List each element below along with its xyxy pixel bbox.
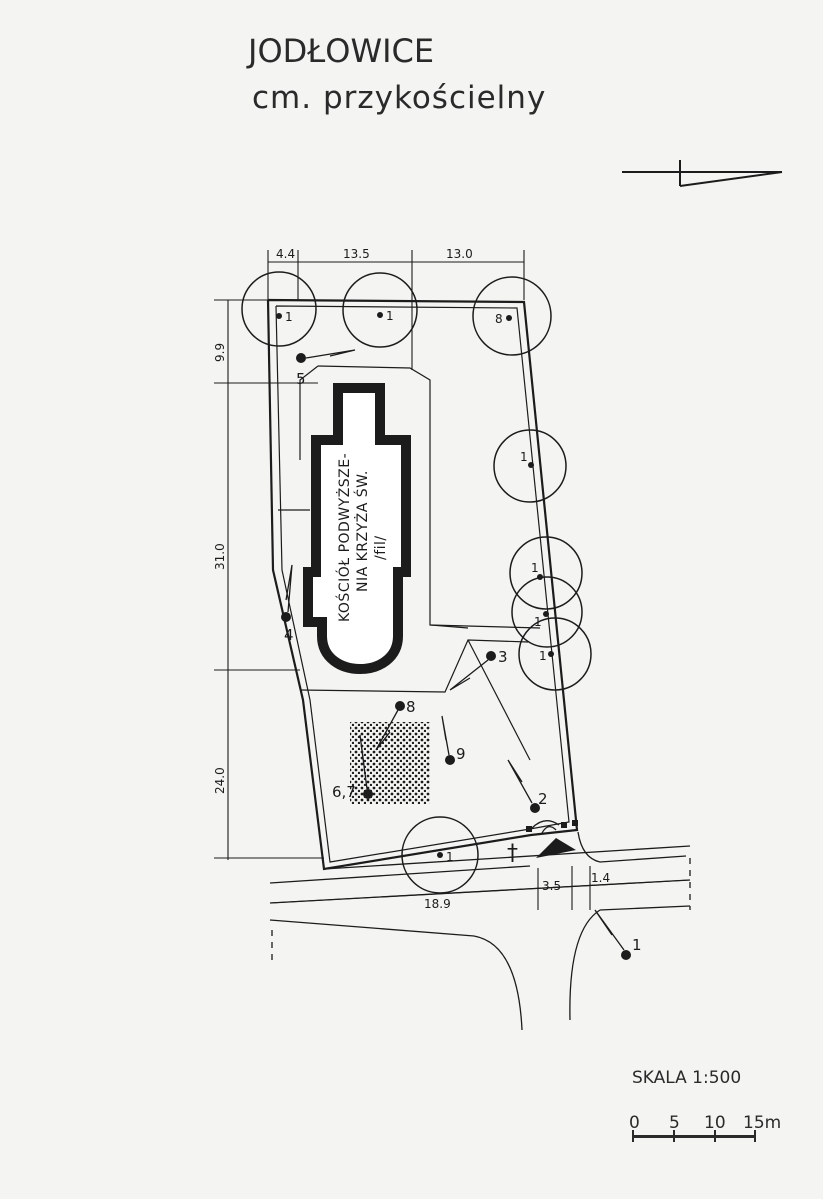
tree-bottom: 1 bbox=[401, 816, 479, 894]
tree-right-1: 1 bbox=[493, 429, 567, 503]
scale-bar-tick bbox=[632, 1130, 634, 1142]
inner-paths bbox=[278, 365, 541, 761]
svg-text:1: 1 bbox=[632, 936, 642, 954]
scale-bar-tick bbox=[754, 1130, 756, 1142]
svg-text:1: 1 bbox=[531, 561, 539, 575]
entrance-gate bbox=[526, 820, 578, 834]
scale-tick-15: 15m bbox=[743, 1113, 782, 1133]
svg-text:9: 9 bbox=[456, 745, 466, 763]
marker-9: 9 bbox=[441, 715, 466, 765]
church-label-line1: KOŚCIÓŁ PODWYŻSZE- bbox=[335, 453, 353, 622]
dim-bottom-1: 18.9 bbox=[424, 897, 451, 911]
dimension-lines bbox=[214, 250, 691, 910]
cemetery-boundary bbox=[266, 298, 579, 871]
marker-2: 2 bbox=[507, 759, 548, 813]
marker-8: 8 bbox=[375, 698, 416, 751]
svg-text:5: 5 bbox=[296, 370, 306, 388]
dim-left-2: 31.0 bbox=[213, 543, 227, 570]
church-label: KOŚCIÓŁ PODWYŻSZE- NIA KRZYŻA ŚW. /fil/ bbox=[335, 453, 389, 622]
marker-5: 5 bbox=[296, 349, 356, 388]
marker-3: 3 bbox=[449, 648, 508, 691]
scale-bar-tick bbox=[714, 1130, 716, 1142]
tree-top-left: 1 bbox=[241, 271, 317, 347]
cross-icon: † bbox=[507, 841, 518, 866]
scale-tick-10: 10 bbox=[704, 1113, 726, 1133]
dim-top-1: 4.4 bbox=[276, 247, 295, 261]
tree-top-right: 8 bbox=[472, 276, 552, 356]
svg-text:†: † bbox=[507, 841, 518, 866]
svg-text:8: 8 bbox=[495, 312, 503, 326]
svg-text:2: 2 bbox=[538, 790, 548, 808]
svg-text:1: 1 bbox=[285, 310, 293, 324]
tree-markers: 1 1 8 1 1 bbox=[241, 271, 592, 894]
north-arrow-icon bbox=[622, 160, 783, 187]
cemetery-subtitle: cm. przykościelny bbox=[252, 80, 547, 116]
hatched-area bbox=[350, 722, 430, 804]
road bbox=[269, 831, 691, 1031]
entrance-triangle-icon bbox=[536, 838, 576, 858]
svg-text:1: 1 bbox=[386, 309, 394, 323]
marker-1-outside: 1 bbox=[594, 909, 642, 960]
dim-top-3: 13.0 bbox=[446, 247, 473, 261]
svg-text:1: 1 bbox=[446, 850, 454, 864]
church-label-line2: NIA KRZYŻA ŚW. bbox=[353, 470, 371, 592]
svg-text:1: 1 bbox=[539, 649, 547, 663]
dim-bottom-2: 3.5 bbox=[542, 879, 561, 893]
marker-67: 6,7 bbox=[332, 734, 373, 801]
scale-bar-tick bbox=[673, 1130, 675, 1142]
scale-label: SKALA 1:500 bbox=[632, 1068, 742, 1088]
dim-left-3: 24.0 bbox=[213, 767, 227, 794]
scale-tick-5: 5 bbox=[669, 1113, 680, 1133]
dimension-values: 4.4 13.5 13.0 9.9 31.0 24.0 18.9 3.5 1.4 bbox=[213, 247, 610, 911]
scale-bar-line bbox=[632, 1135, 756, 1138]
dim-bottom-3: 1.4 bbox=[591, 871, 610, 885]
svg-text:4: 4 bbox=[284, 626, 294, 644]
scale-tick-0: 0 bbox=[629, 1113, 640, 1133]
dim-left-1: 9.9 bbox=[213, 343, 227, 362]
svg-text:1: 1 bbox=[520, 450, 528, 464]
svg-text:8: 8 bbox=[406, 698, 416, 716]
svg-text:6,7: 6,7 bbox=[332, 783, 356, 801]
dim-top-2: 13.5 bbox=[343, 247, 370, 261]
photo-markers: 5 4 3 8 9 bbox=[281, 349, 642, 960]
svg-text:3: 3 bbox=[498, 648, 508, 666]
tree-right-4: 1 bbox=[518, 617, 592, 691]
marker-4: 4 bbox=[281, 564, 294, 644]
church-label-line3: /fil/ bbox=[373, 535, 389, 560]
tree-right-3: 1 bbox=[511, 576, 583, 648]
church-outline bbox=[303, 383, 411, 674]
tree-top-middle: 1 bbox=[342, 272, 418, 348]
place-title: JODŁOWICE bbox=[248, 32, 435, 70]
